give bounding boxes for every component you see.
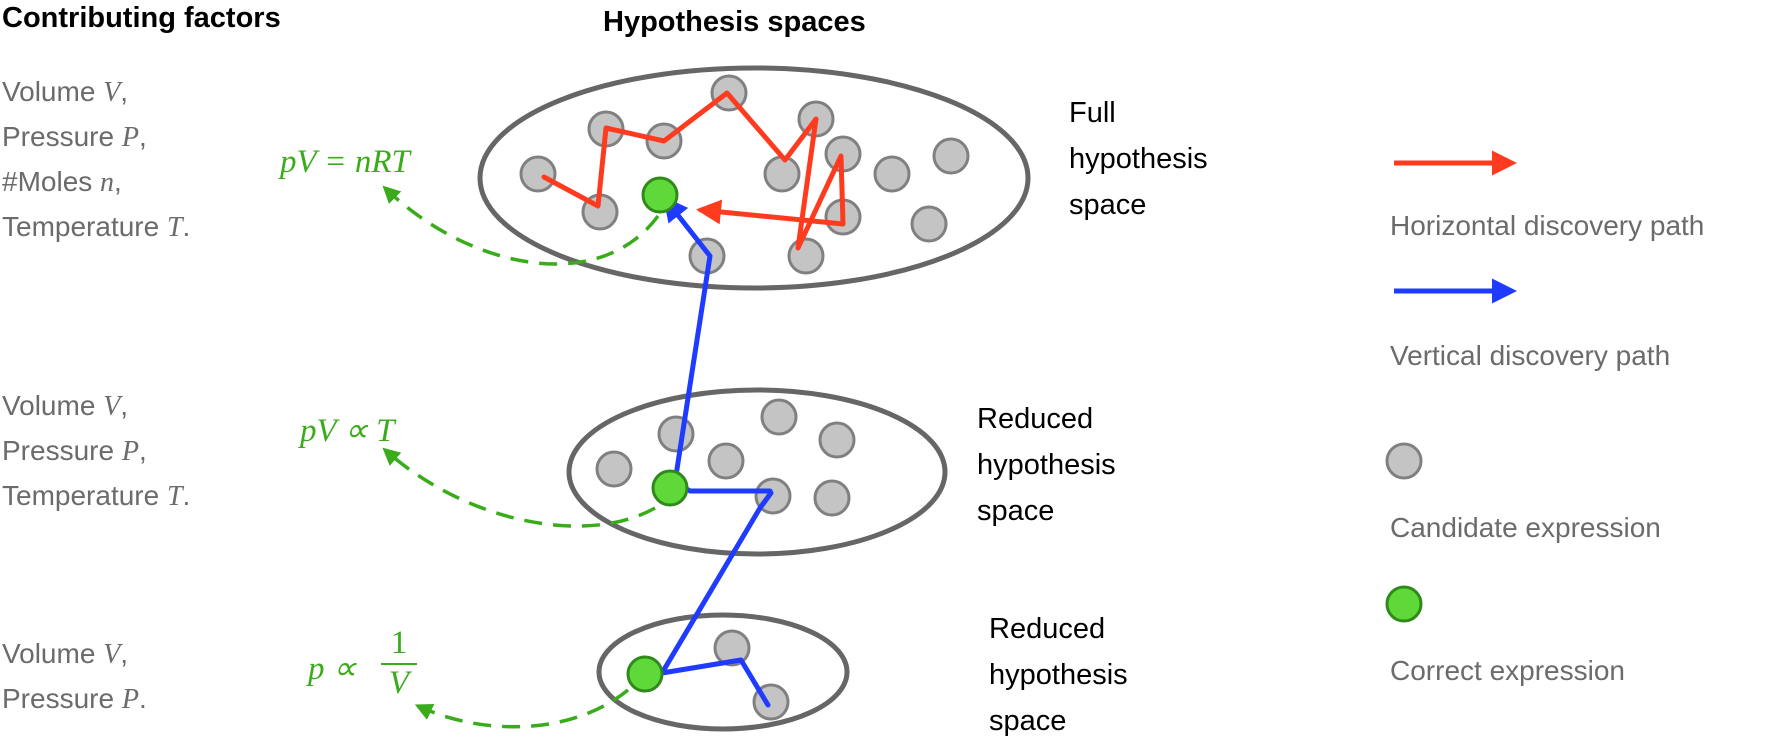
candidate-expression-node — [707, 442, 745, 480]
factor-item: Volume V, — [2, 390, 129, 422]
candidate-expression-node — [713, 629, 751, 667]
formula-ideal-gas: pV = nRT — [280, 144, 410, 180]
reduced-hypothesis-space-ellipse-1 — [566, 387, 948, 557]
factor-list-reduced-1: Volume V, Pressure P, Temperature T. — [2, 384, 190, 519]
legend-correct-label: Correct expression — [1390, 655, 1625, 686]
formula-boyle-fraction: 1 V — [381, 625, 417, 701]
reduced-hypothesis-space-ellipse-2 — [596, 612, 850, 732]
candidate-expression-node — [787, 237, 825, 275]
factor-item: Temperature T. — [2, 480, 191, 512]
candidate-expression-node — [873, 155, 911, 193]
derivation-arrow-full — [382, 185, 660, 266]
formula-charles-law: pV ∝ T — [300, 413, 395, 449]
candidate-expression-node — [763, 155, 801, 193]
space-label-reduced-2: Reduced hypothesis space — [989, 613, 1128, 737]
legend-horizontal-label: Horizontal discovery path — [1390, 210, 1705, 241]
factor-item: Pressure P, — [2, 435, 147, 467]
fraction-denominator: V — [381, 663, 417, 701]
candidate-expression-node — [818, 421, 856, 459]
space-label-full: Full hypothesis space — [1069, 97, 1208, 221]
correct-expression-node — [626, 655, 664, 693]
factor-item: #Moles n, — [2, 166, 122, 198]
correct-expression-node — [641, 176, 679, 214]
candidate-expression-node — [910, 205, 948, 243]
factor-item: Pressure P, — [2, 121, 147, 153]
derivation-arrow-middle — [382, 447, 656, 528]
candidate-expression-node — [932, 137, 970, 175]
factor-list-reduced-2: Volume V, Pressure P. — [2, 632, 147, 722]
space-label-reduced-1: Reduced hypothesis space — [977, 403, 1116, 527]
formula-boyle-law: p ∝ — [308, 651, 357, 687]
vertical-discovery-path — [659, 196, 774, 708]
contributing-factors-header: Contributing factors — [2, 2, 281, 34]
factor-item: Temperature T. — [2, 211, 191, 243]
candidate-expression-node — [813, 479, 851, 517]
factor-item: Volume V, — [2, 638, 129, 670]
candidate-expression-node — [595, 450, 633, 488]
full-hypothesis-space-ellipse — [477, 65, 1031, 291]
legend-correct-icon — [1385, 585, 1423, 623]
candidate-expression-node — [760, 398, 798, 436]
factor-list-full: Volume V, Pressure P, #Moles n, Temperat… — [2, 70, 190, 250]
fraction-numerator: 1 — [390, 625, 408, 661]
candidate-expression-node — [519, 155, 557, 193]
hypothesis-spaces-header: Hypothesis spaces — [603, 6, 866, 38]
legend-candidate-icon — [1385, 442, 1423, 480]
candidate-expression-node — [657, 415, 695, 453]
legend-candidate-label: Candidate expression — [1390, 512, 1661, 543]
factor-item: Volume V, — [2, 76, 129, 108]
horizontal-discovery-path — [541, 90, 846, 251]
derivation-arrow-bottom — [414, 688, 630, 729]
correct-expression-node — [651, 469, 689, 507]
legend-vertical-label: Vertical discovery path — [1390, 340, 1671, 371]
factor-item: Pressure P. — [2, 683, 147, 715]
